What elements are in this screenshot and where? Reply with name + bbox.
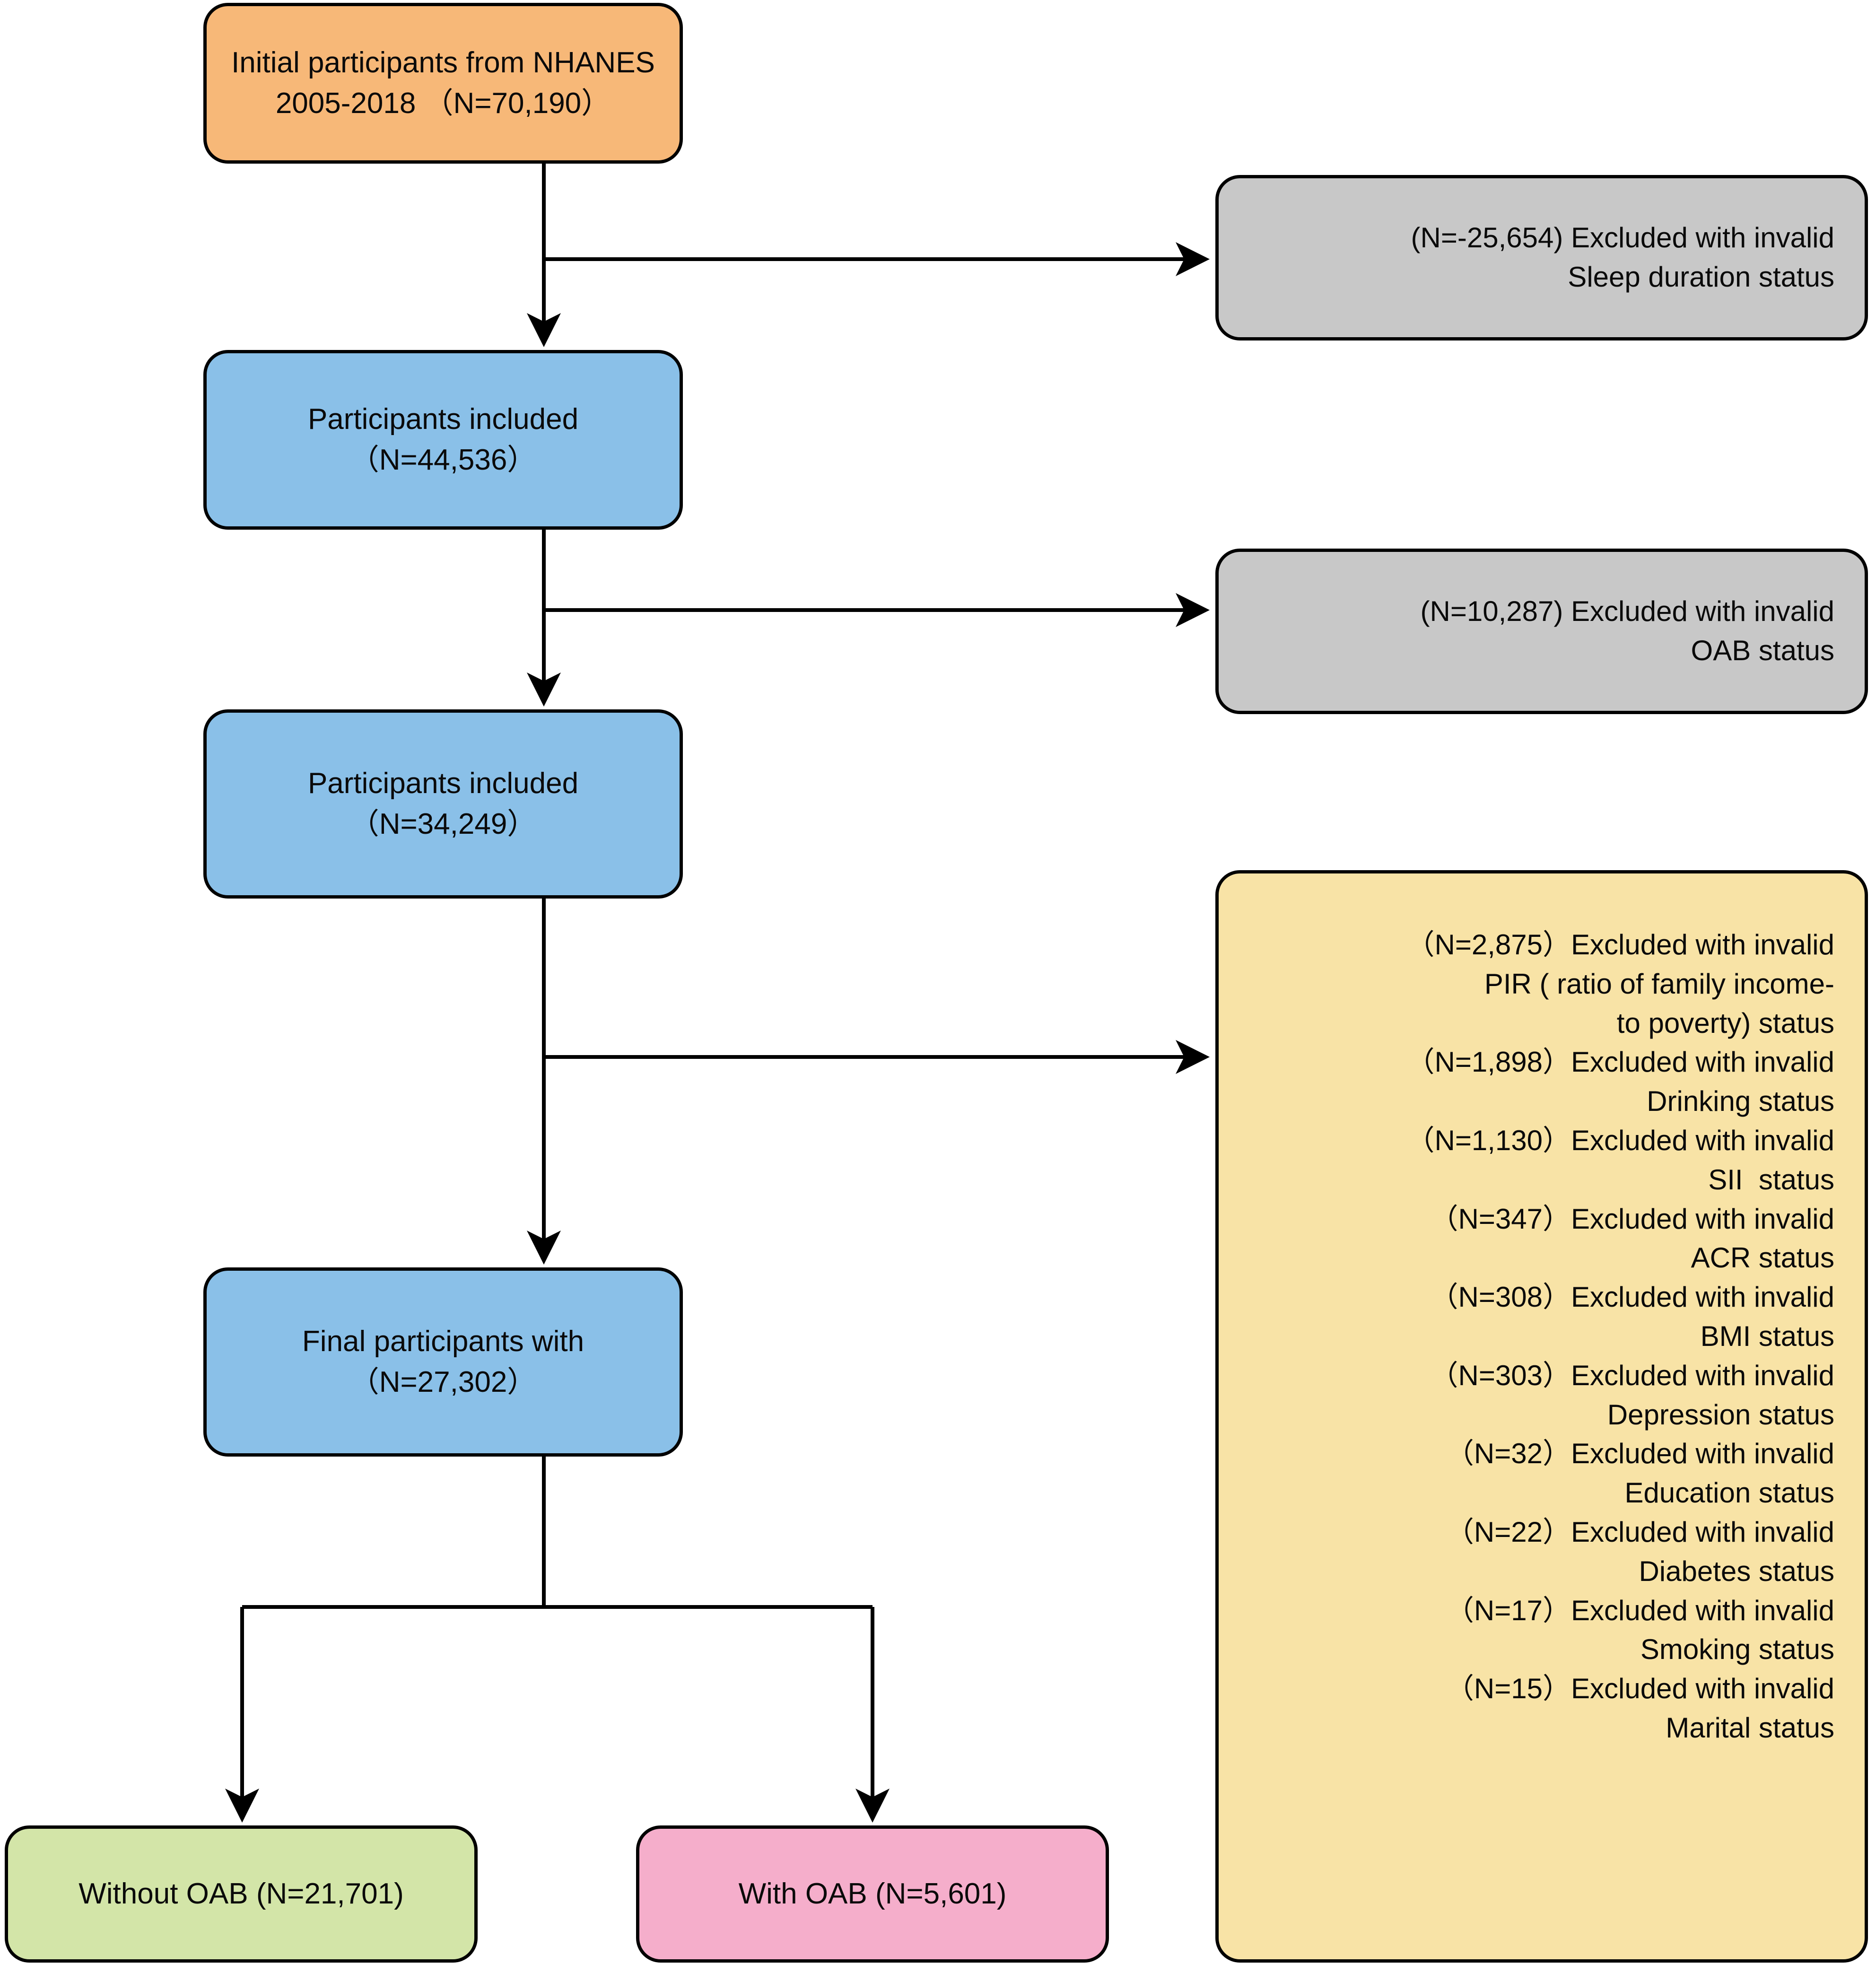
node-without-oab: Without OAB (N=21,701) — [5, 1825, 478, 1963]
excluded-item: （N=1,130）Excluded with invalid — [1406, 1124, 1834, 1156]
excluded-item: SII status — [1708, 1163, 1834, 1196]
excluded-item: （N=1,898）Excluded with invalid — [1406, 1046, 1834, 1078]
excluded-item: to poverty) status — [1616, 1007, 1834, 1039]
node-without-oab-label: Without OAB (N=21,701) — [79, 1877, 404, 1911]
node-participants-included-1: Participants included （N=44,536） — [203, 350, 683, 530]
excluded-item: （N=22）Excluded with invalid — [1445, 1516, 1834, 1548]
node-excluded-sleep-line2: Sleep duration status — [1568, 261, 1834, 293]
excluded-item: Depression status — [1607, 1398, 1834, 1431]
excluded-item: BMI status — [1700, 1320, 1834, 1352]
excluded-item: PIR ( ratio of family income- — [1484, 968, 1834, 1000]
excluded-item: Education status — [1624, 1477, 1834, 1509]
node-excluded-oab-status: (N=10,287) Excluded with invalid OAB sta… — [1215, 549, 1868, 714]
excluded-item: （N=2,875）Excluded with invalid — [1406, 929, 1834, 960]
excluded-item: （N=347）Excluded with invalid — [1430, 1203, 1834, 1235]
node-included-1-line2: （N=44,536） — [349, 444, 537, 476]
node-final-line2: （N=27,302） — [349, 1366, 537, 1398]
node-final-line1: Final participants with — [302, 1325, 585, 1358]
excluded-item: Marital status — [1666, 1711, 1834, 1744]
node-excluded-covariates-list: （N=2,875）Excluded with invalid PIR ( rat… — [1215, 870, 1868, 1963]
edge-final-split — [225, 1457, 890, 1823]
node-initial-participants: Initial participants from NHANES 2005-20… — [203, 3, 683, 164]
excluded-item: （N=308）Excluded with invalid — [1430, 1281, 1834, 1313]
node-with-oab: With OAB (N=5,601) — [636, 1825, 1109, 1963]
excluded-item: （N=303）Excluded with invalid — [1430, 1359, 1834, 1391]
node-initial-line1: Initial participants from NHANES — [231, 46, 655, 79]
node-participants-included-2: Participants included （N=34,249） — [203, 709, 683, 899]
excluded-item: （N=32）Excluded with invalid — [1445, 1438, 1834, 1470]
node-included-1-line1: Participants included — [307, 403, 579, 436]
excluded-item: （N=17）Excluded with invalid — [1445, 1594, 1834, 1626]
excluded-item: Drinking status — [1647, 1085, 1834, 1117]
node-initial-line2: 2005-2018 （N=70,190） — [275, 87, 611, 120]
node-excluded-sleep-line1: (N=-25,654) Excluded with invalid — [1411, 222, 1834, 254]
excluded-item: Diabetes status — [1639, 1555, 1834, 1587]
excluded-item: （N=15）Excluded with invalid — [1445, 1673, 1834, 1705]
excluded-item: ACR status — [1691, 1242, 1834, 1274]
node-with-oab-label: With OAB (N=5,601) — [738, 1877, 1007, 1911]
node-excluded-oab-line1: (N=10,287) Excluded with invalid — [1420, 595, 1834, 628]
node-excluded-oab-line2: OAB status — [1691, 635, 1834, 666]
node-included-2-line1: Participants included — [307, 767, 579, 800]
node-included-2-line2: （N=34,249） — [349, 808, 537, 840]
node-excluded-sleep-duration: (N=-25,654) Excluded with invalid Sleep … — [1215, 175, 1868, 340]
excluded-item: Smoking status — [1640, 1633, 1834, 1666]
node-final-participants: Final participants with （N=27,302） — [203, 1267, 683, 1457]
